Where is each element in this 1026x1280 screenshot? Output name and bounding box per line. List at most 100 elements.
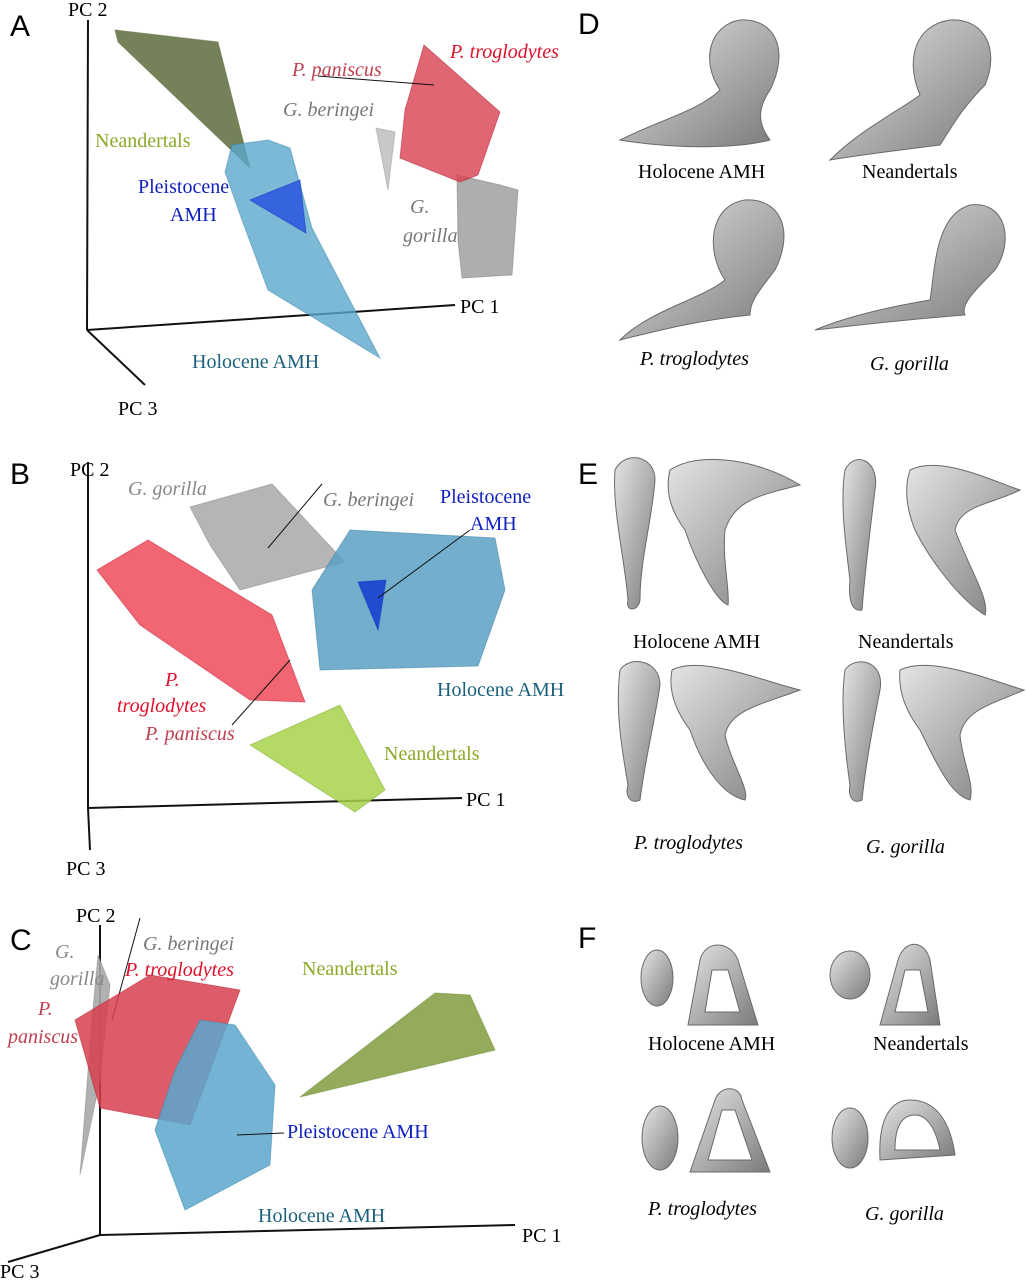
stapes-gorilla xyxy=(879,1099,956,1161)
bone-render-gorilla-a xyxy=(842,661,881,802)
pleistocene-label-2: AMH xyxy=(470,513,517,535)
panel-letter-a: A xyxy=(10,10,30,43)
neandertals-hull xyxy=(299,992,496,1098)
bone-render-holocene-b xyxy=(667,458,802,606)
stapes-footplate-troglodytes xyxy=(641,1105,679,1171)
panel-d: D Holocene AMH Neandertals P. troglodyte… xyxy=(578,8,1006,375)
stapes-footplate-neandertals xyxy=(829,950,871,1000)
caption-neandertals: Neandertals xyxy=(858,631,954,653)
panel-b: B PC 2 PC 1 PC 3 G. gorilla G. beringei … xyxy=(10,458,564,880)
caption-g-gorilla: G. gorilla xyxy=(866,836,945,858)
neandertals-label: Neandertals xyxy=(95,130,191,152)
p-troglodytes-hull xyxy=(399,44,501,183)
stapes-holocene xyxy=(687,944,759,1026)
p-troglodytes-label: P. troglodytes xyxy=(124,959,234,981)
pc3-axis xyxy=(7,1234,101,1263)
stapes-troglodytes xyxy=(689,1088,771,1173)
caption-holocene-amh: Holocene AMH xyxy=(648,1033,775,1055)
pc2-axis xyxy=(86,19,89,331)
g-gorilla-label: G. xyxy=(410,196,429,218)
pc1-axis xyxy=(86,304,456,331)
g-beringei-hull xyxy=(375,127,396,191)
bone-render-holocene-a xyxy=(614,457,656,610)
holocene-amh-hull xyxy=(224,139,382,360)
caption-p-troglodytes: P. troglodytes xyxy=(633,832,743,854)
stapes-neandertals xyxy=(879,943,941,1026)
pc3-label: PC 3 xyxy=(118,398,157,420)
neandertals-hull xyxy=(248,704,386,813)
bone-render-gorilla-b xyxy=(899,664,1026,801)
caption-g-gorilla: G. gorilla xyxy=(865,1203,944,1225)
p-paniscus-label: P. paniscus xyxy=(144,723,235,745)
pc2-label: PC 2 xyxy=(68,0,107,21)
g-gorilla-label-2: gorilla xyxy=(50,968,104,990)
p-paniscus-label: P. xyxy=(37,998,53,1020)
bone-render-neandertals xyxy=(828,19,992,161)
pleistocene-amh-hull xyxy=(248,179,307,234)
caption-g-gorilla: G. gorilla xyxy=(870,353,949,375)
panel-letter-d: D xyxy=(578,8,600,41)
bone-render-holocene xyxy=(618,19,780,148)
panel-letter-f: F xyxy=(578,922,596,955)
g-beringei-hull xyxy=(267,483,323,549)
panel-e: E Holocene AMH Neandertals P. troglodyte… xyxy=(578,457,1026,858)
holocene-label: Holocene AMH xyxy=(437,679,564,701)
pc1-label: PC 1 xyxy=(460,296,499,318)
bone-render-troglodytes-b xyxy=(670,664,802,801)
caption-p-troglodytes: P. troglodytes xyxy=(647,1198,757,1220)
pc3-axis xyxy=(86,329,146,386)
g-gorilla-hull xyxy=(189,483,346,591)
p-troglodytes-label-2: troglodytes xyxy=(117,695,206,717)
p-paniscus-label: P. paniscus xyxy=(291,59,382,81)
caption-holocene-amh: Holocene AMH xyxy=(633,631,760,653)
pleistocene-label: Pleistocene AMH xyxy=(287,1121,429,1143)
holocene-amh-hull xyxy=(311,529,506,671)
panel-letter-c: C xyxy=(10,924,32,957)
neandertals-label: Neandertals xyxy=(302,958,398,980)
pc3-axis xyxy=(87,807,91,851)
stapes-footplate-gorilla xyxy=(831,1107,869,1169)
holocene-label: Holocene AMH xyxy=(192,351,319,373)
p-troglodytes-hull xyxy=(96,539,306,703)
bone-render-troglodytes xyxy=(618,199,785,341)
bone-render-gorilla xyxy=(814,204,1006,331)
p-paniscus-leader xyxy=(231,659,291,726)
g-beringei-label: G. beringei xyxy=(143,933,234,955)
pc1-axis xyxy=(87,797,463,809)
holocene-label: Holocene AMH xyxy=(258,1205,385,1227)
g-gorilla-label: G. xyxy=(55,941,74,963)
g-beringei-label: G. beringei xyxy=(323,489,414,511)
bone-render-neandertals-a xyxy=(842,459,877,611)
pc1-label: PC 1 xyxy=(466,789,505,811)
pc2-label: PC 2 xyxy=(76,905,115,927)
g-gorilla-label: G. gorilla xyxy=(128,478,207,500)
caption-neandertals: Neandertals xyxy=(862,161,958,183)
g-beringei-label: G. beringei xyxy=(283,99,374,121)
p-paniscus-label-2: paniscus xyxy=(6,1026,78,1048)
panel-c: C PC 2 PC 1 PC 3 G. gorilla G. beringei … xyxy=(0,905,561,1280)
pc1-label: PC 1 xyxy=(522,1225,561,1247)
caption-neandertals: Neandertals xyxy=(873,1033,969,1055)
g-gorilla-hull xyxy=(456,174,519,279)
holocene-amh-hull xyxy=(154,1019,276,1211)
caption-p-troglodytes: P. troglodytes xyxy=(639,348,749,370)
pleistocene-leader xyxy=(236,1132,285,1136)
pc3-label: PC 3 xyxy=(66,858,105,880)
caption-holocene-amh: Holocene AMH xyxy=(638,161,765,183)
panel-letter-b: B xyxy=(10,458,30,491)
panel-a: A PC 2 PC 1 PC 3 Neandertals Pleistocene… xyxy=(10,0,559,420)
bone-render-troglodytes-a xyxy=(617,661,661,802)
panel-f: F Holocene AMH Neandertals P. troglodyte… xyxy=(578,922,969,1225)
neandertals-label: Neandertals xyxy=(384,743,480,765)
pleistocene-leader xyxy=(377,529,471,599)
pc2-label: PC 2 xyxy=(70,459,109,481)
p-paniscus-leader xyxy=(317,75,435,86)
p-troglodytes-label: P. xyxy=(164,669,180,691)
pleistocene-label-2: AMH xyxy=(170,204,217,226)
bone-render-neandertals-b xyxy=(906,464,1022,616)
pc3-label: PC 3 xyxy=(0,1261,39,1280)
panel-letter-e: E xyxy=(578,458,598,491)
g-gorilla-label-2: gorilla xyxy=(403,225,457,247)
pc1-axis xyxy=(99,1224,516,1236)
